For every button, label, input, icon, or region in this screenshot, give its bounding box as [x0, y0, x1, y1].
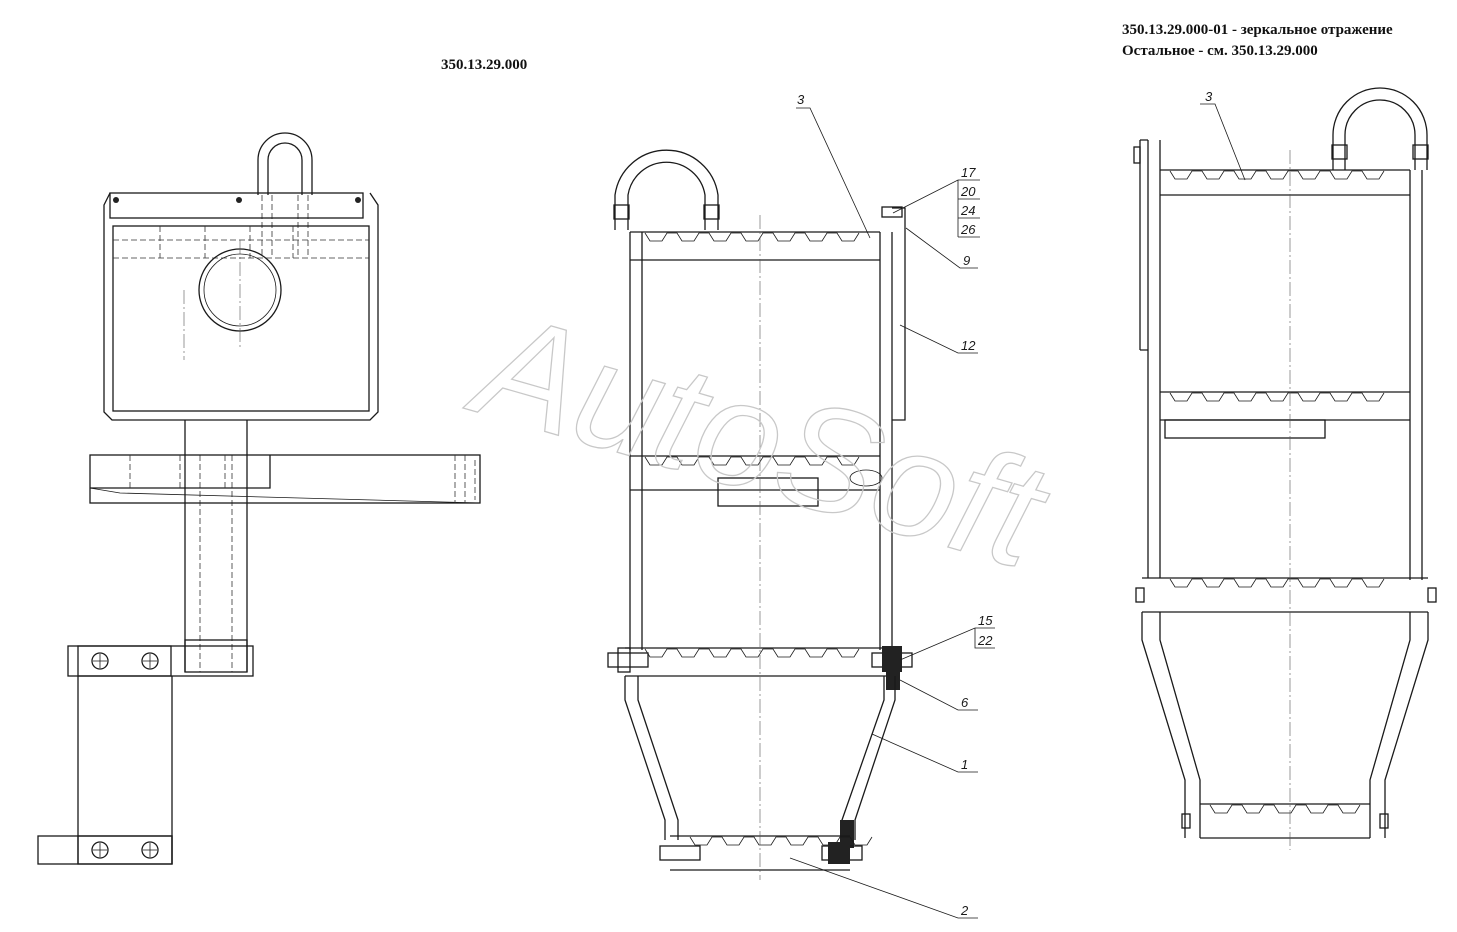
pos-label: 1 — [961, 757, 968, 772]
front-view: 3 17 20 24 26 9 12 15 22 6 1 2 — [607, 92, 995, 919]
pos-label: 3 — [797, 92, 805, 107]
pos-label: 2 — [960, 903, 969, 918]
pos-label-mirror: 3 — [1205, 89, 1213, 104]
pos-label: 12 — [961, 338, 976, 353]
bolt-hole — [113, 197, 361, 203]
mirror-note-line-1: 350.13.29.000-01 - зеркальное отражение — [1122, 22, 1393, 38]
pos-label: 15 — [978, 613, 993, 628]
pos-label: 17 — [961, 165, 976, 180]
pos-label: 6 — [961, 695, 969, 710]
pos-label: 24 — [960, 203, 975, 218]
watermark: AutoSoft — [453, 276, 1067, 601]
mirror-view: 3 — [1133, 87, 1437, 850]
position-labels-front: 3 17 20 24 26 9 12 15 22 6 1 2 — [789, 92, 995, 919]
pos-label: 9 — [963, 253, 970, 268]
pos-label: 22 — [977, 633, 993, 648]
pos-label: 20 — [960, 184, 976, 199]
pos-label: 26 — [960, 222, 976, 237]
drawing-title-main: 350.13.29.000 — [441, 57, 528, 73]
mirror-note-line-2: Остальное - см. 350.13.29.000 — [1122, 43, 1318, 59]
watermark-text: AutoSoft — [453, 277, 1065, 601]
side-view — [37, 132, 481, 865]
